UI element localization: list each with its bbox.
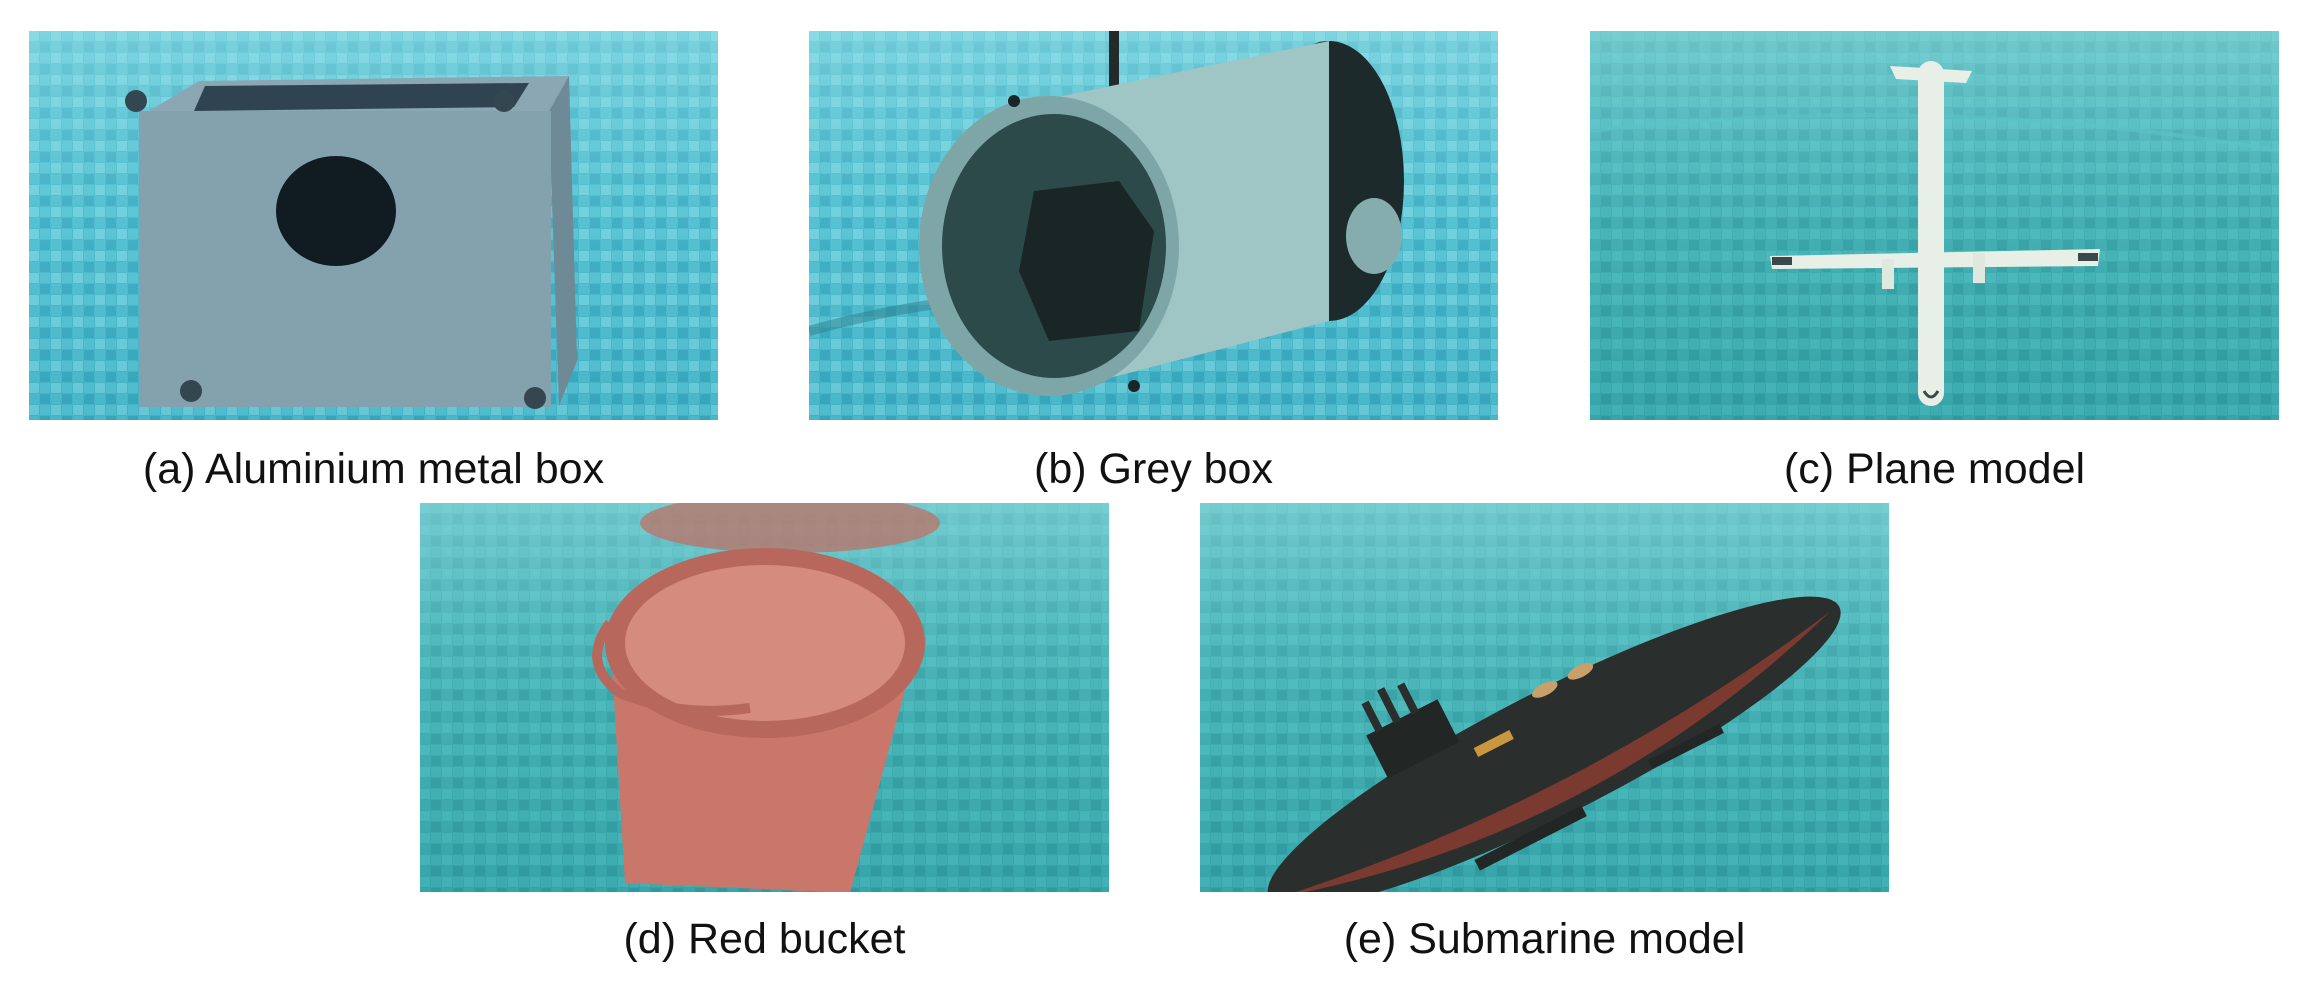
photo-grey-box xyxy=(809,31,1498,420)
photo-plane-model xyxy=(1590,31,2279,420)
caption-c: (c) Plane model xyxy=(1783,445,2086,493)
caption-e: (e) Submarine model xyxy=(1343,915,1746,963)
caption-b: (b) Grey box xyxy=(1034,445,1273,493)
photo-submarine-model xyxy=(1200,503,1889,892)
photo-red-bucket xyxy=(420,503,1109,892)
caption-d: (d) Red bucket xyxy=(623,915,906,963)
photo-aluminium-metal-box xyxy=(29,31,718,420)
caption-a: (a) Aluminium metal box xyxy=(142,445,605,493)
